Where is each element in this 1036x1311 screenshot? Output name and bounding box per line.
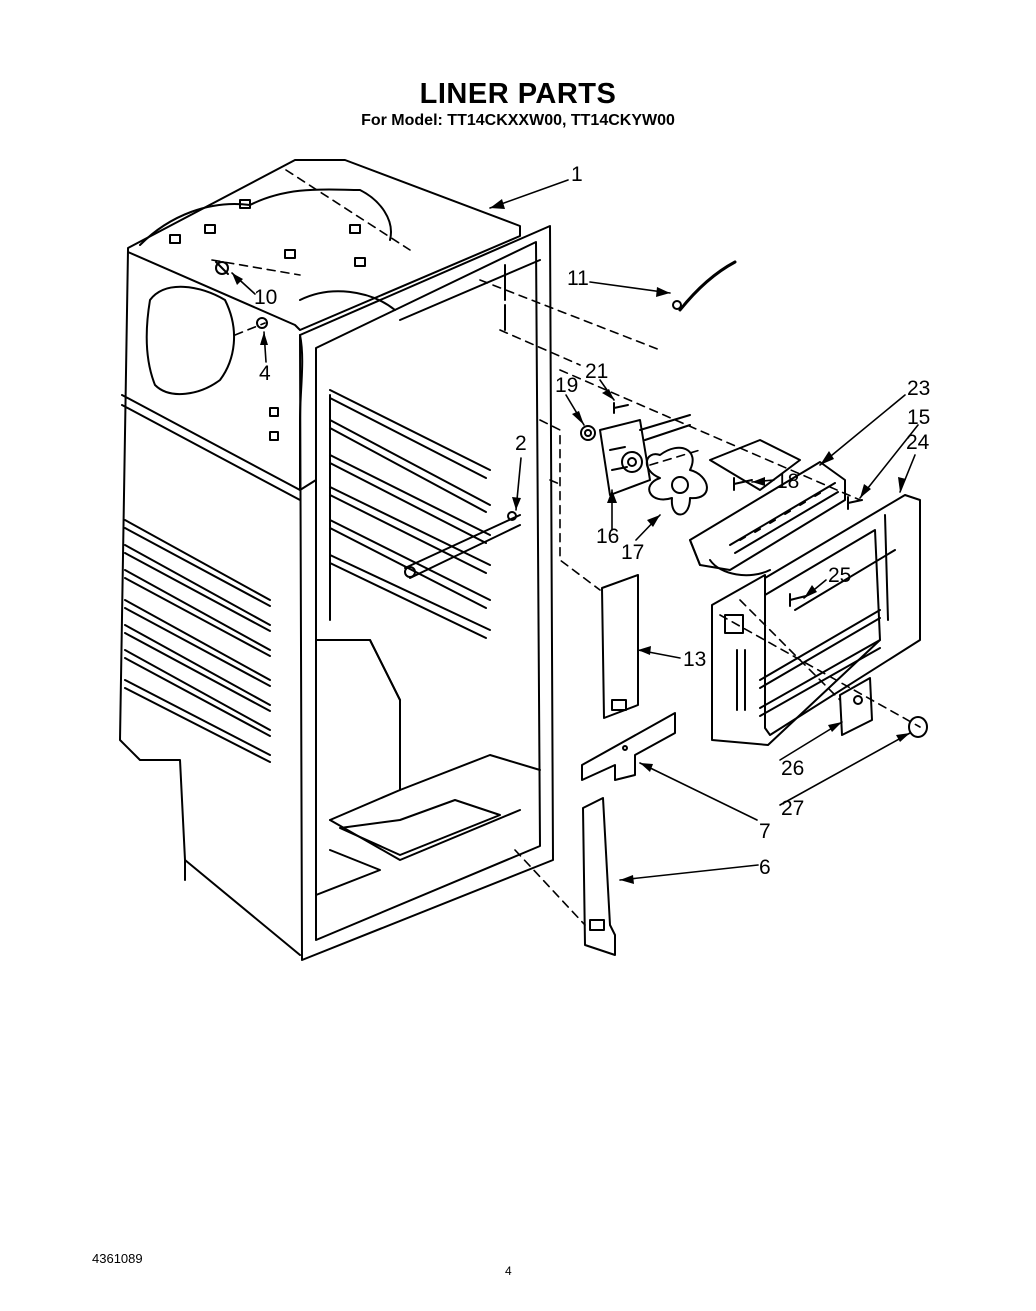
callout-13: 13 [683,648,706,671]
callout-25: 25 [828,564,851,587]
part-4-grommet [256,317,268,329]
callout-6: 6 [759,856,771,879]
callout-4: 4 [259,362,271,385]
callout-1: 1 [571,163,583,186]
callout-15: 15 [907,406,930,429]
evaporator-front-panel [711,529,881,746]
part-23-duct [689,439,846,577]
callout-27: 27 [781,797,804,820]
arrowheads [232,199,910,884]
callout-19: 19 [555,374,578,397]
part-27-plug [908,716,928,738]
callout-17: 17 [621,541,644,564]
callout-23: 23 [907,377,930,400]
part-2-bracket [404,511,521,579]
part-6-cover [582,797,616,956]
callout-24: 24 [906,431,930,454]
callout-7: 7 [759,820,771,843]
callout-16: 16 [596,525,619,548]
part-10-fastener [215,261,229,275]
part-11-wire [672,260,737,312]
callout-10: 10 [254,286,277,309]
part-15-screw [847,496,863,510]
callout-21: 21 [585,360,608,383]
leader-lines [231,179,919,881]
callout-18: 18 [776,470,799,493]
part-25-screw [789,593,807,607]
callout-26: 26 [781,757,804,780]
part-24-panel [764,494,921,736]
fan-motor-assembly [580,402,708,516]
callout-11: 11 [567,267,589,290]
page-number: 4 [505,1264,512,1278]
callout-labels: 1 11 10 4 19 21 23 15 24 2 18 16 17 25 1… [254,163,930,879]
page-title: LINER PARTS [419,78,617,110]
liner-cabinet [119,159,554,961]
part-13-cover [601,574,639,719]
model-subtitle: For Model: TT14CKXXW00, TT14CKYW00 [361,112,675,129]
alignment-dashes [211,169,921,926]
part-7-baffle [581,712,676,781]
document-number: 4361089 [92,1251,143,1266]
part-18-screw [733,477,753,491]
callout-2: 2 [515,432,527,455]
